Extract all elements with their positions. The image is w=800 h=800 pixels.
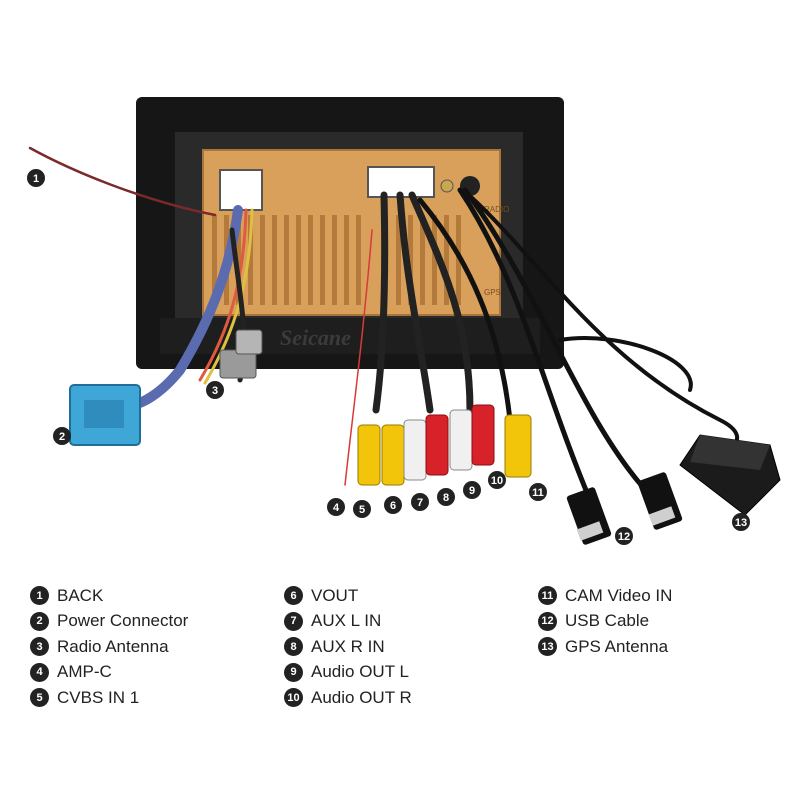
svg-text:2: 2 [59,431,65,443]
svg-text:3: 3 [212,385,218,397]
legend-number: 11 [538,586,557,606]
usb-cable [457,187,593,503]
legend-label: AMP-C [57,662,112,682]
legend-item-back: 1 BACK [30,583,188,609]
harness-wires [125,205,243,410]
rca-plug-cam [504,414,532,478]
rca-plug-cvbs [357,424,381,486]
brand-watermark: Seicane [280,325,351,350]
legend-number: 10 [284,688,303,708]
rca-plug-aux-r [425,414,449,476]
callout-9: 9 [463,481,481,499]
callout-7: 7 [411,493,429,511]
legend-item-gps-antenna: 13 GPS Antenna [538,634,672,660]
legend-item-usb-cable: 12 USB Cable [538,609,672,635]
callout-5: 5 [353,500,371,518]
legend-number: 8 [284,637,303,657]
callout-1: 1 [27,169,45,187]
svg-text:9: 9 [469,485,475,497]
legend-label: BACK [57,585,104,605]
legend-label: CAM Video IN [565,585,673,605]
legend-label: Audio OUT R [311,687,412,707]
legend-number: 9 [284,662,303,682]
legend-item-cam-video-in: 11 CAM Video IN [538,583,672,609]
legend-label: GPS Antenna [565,636,669,656]
callout-3: 3 [206,381,224,399]
svg-text:10: 10 [491,475,503,487]
legend-item-audio-out-r: 10 Audio OUT R [284,685,412,711]
callout-2: 2 [53,427,71,445]
svg-text:7: 7 [417,497,423,509]
gps-port [440,179,454,193]
callout-8: 8 [437,488,455,506]
rca-plug-vout [381,424,405,486]
vent-slots [212,215,461,305]
callout-6: 6 [384,496,402,514]
legend-label: CVBS IN 1 [57,687,140,707]
legend-number: 3 [30,637,49,657]
amp-c-wire [344,229,373,486]
legend-column-2: 6 VOUT 7 AUX L IN 8 AUX R IN 9 Audio OUT L 1… [284,583,412,711]
legend-number: 13 [538,637,557,657]
legend-number: 2 [30,611,49,631]
svg-text:1: 1 [33,173,39,185]
legend-label: Audio OUT L [311,662,409,682]
legend-number: 12 [538,611,557,631]
legend-label: AUX L IN [311,611,382,631]
callout-11: 11 [529,483,547,501]
legend-label: Power Connector [57,611,189,631]
legend-number: 4 [30,662,49,682]
legend-item-audio-out-l: 9 Audio OUT L [284,660,412,686]
legend-label: VOUT [311,585,359,605]
callout-13: 13 [732,513,750,531]
radio-port-label: RADIO [484,205,509,214]
power-connector [69,384,141,446]
cam-cable [417,197,513,423]
svg-text:5: 5 [359,504,365,516]
svg-text:13: 13 [735,517,747,529]
head-unit-wiring-photo: RADIO GPS Seicane [27,97,781,545]
back-wire [28,146,217,217]
svg-text:4: 4 [333,502,340,514]
legend-item-aux-r-in: 8 AUX R IN [284,634,412,660]
gps-antenna [679,434,781,516]
legend-label: AUX R IN [311,636,385,656]
legend-number: 1 [30,586,49,606]
usb-plugs [566,472,683,545]
rca-plug-audio-out-l [449,409,473,471]
main-harness-port [219,169,263,211]
legend-item-vout: 6 VOUT [284,583,412,609]
callout-10: 10 [488,471,506,489]
rca-plugs [357,404,532,486]
gps-port-label: GPS [484,288,501,297]
aux-cable-bundle [372,191,389,414]
svg-text:12: 12 [618,531,630,543]
callout-12: 12 [615,527,633,545]
legend-item-power-connector: 2 Power Connector [30,609,188,635]
legend-label: Radio Antenna [57,636,169,656]
legend-number: 5 [30,688,49,708]
callout-4: 4 [327,498,345,516]
legend-item-aux-l-in: 7 AUX L IN [284,609,412,635]
legend-item-radio-antenna: 3 Radio Antenna [30,634,188,660]
legend-column-3: 11 CAM Video IN 12 USB Cable 13 GPS Antenna [538,583,672,660]
legend-number: 6 [284,586,303,606]
svg-text:6: 6 [390,500,396,512]
legend-number: 7 [284,611,303,631]
svg-text:8: 8 [443,492,449,504]
legend-label: USB Cable [565,611,650,631]
legend-item-cvbs-in-1: 5 CVBS IN 1 [30,685,188,711]
radio-antenna-connector [219,329,263,379]
rca-plug-audio-out-r [471,404,495,466]
rca-plug-aux-l [403,419,427,481]
legend-item-amp-c: 4 AMP-C [30,660,188,686]
svg-text:11: 11 [532,487,544,499]
